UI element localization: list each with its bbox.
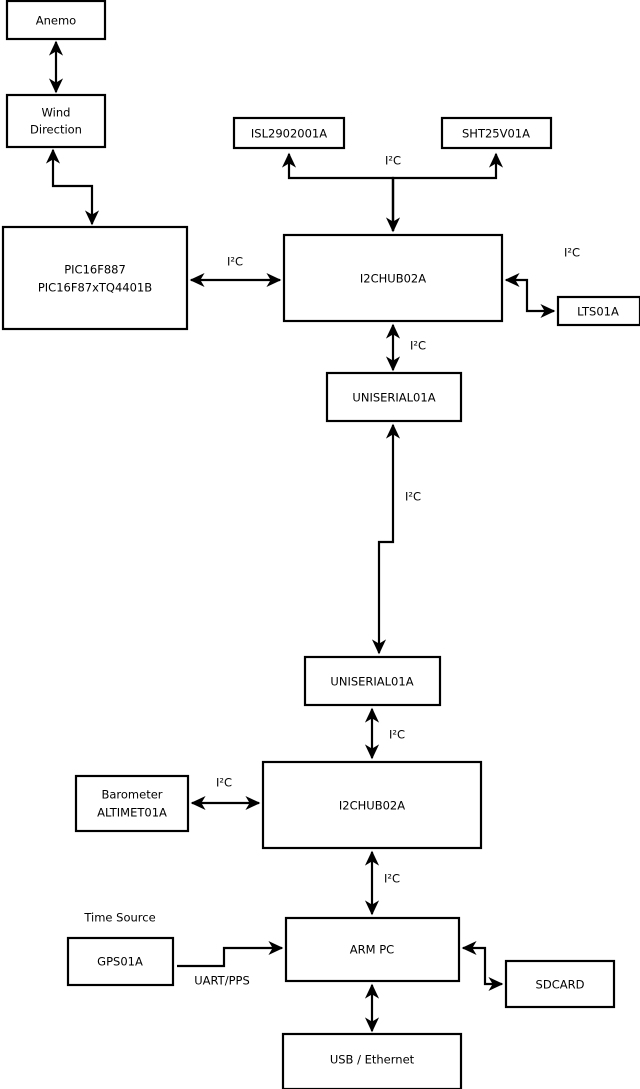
node-uniserial01a-bottom[interactable]: UNISERIAL01A [303, 655, 442, 707]
node-i2chub02a-bottom-label: I2CHUB02A [339, 799, 405, 813]
node-sht25v01a-label: SHT25V01A [462, 127, 530, 141]
edge-label-layer: I²C I²C I²C I²C I²C I²C I²C I²C UART/PPS… [83, 154, 580, 988]
connector-gps-armpc [177, 940, 284, 968]
edge-label-time-source: Time Source [83, 911, 155, 925]
node-usb-ethernet-label: USB / Ethernet [330, 1053, 415, 1067]
node-wind-direction-label-line2: Direction [30, 123, 82, 137]
node-anemo-label: Anemo [36, 14, 76, 28]
edge-label-uart-pps: UART/PPS [194, 974, 250, 988]
node-i2chub02a-top-label: I2CHUB02A [360, 272, 426, 286]
node-pic-mcu-label-line1: PIC16F887 [64, 263, 126, 277]
node-arm-pc-label: ARM PC [350, 943, 394, 957]
connector-hub-sht [391, 152, 504, 231]
node-isl2902001a[interactable]: ISL2902001A [232, 116, 346, 150]
node-gps01a-label: GPS01A [97, 955, 143, 969]
node-lts01a-label: LTS01A [577, 305, 619, 319]
connector-layer [45, 40, 556, 1033]
connector-uniserial-uniserial [371, 423, 401, 655]
node-sdcard[interactable]: SDCARD [504, 959, 616, 1009]
node-wind-direction[interactable]: Wind Direction [5, 93, 107, 149]
node-pic-mcu[interactable]: PIC16F887 PIC16F87xTQ4401B [1, 225, 189, 331]
edge-label-i2c-hub-lts: I²C [564, 246, 580, 260]
connector-hub-lts [504, 272, 556, 319]
edge-label-i2c-hub-uniserial: I²C [410, 339, 426, 353]
node-barometer-label-line2: ALTIMET01A [97, 806, 167, 820]
node-lts01a[interactable]: LTS01A [556, 295, 640, 327]
node-uniserial01a-top-label: UNISERIAL01A [352, 391, 435, 405]
node-sdcard-label: SDCARD [536, 978, 585, 992]
node-wind-direction-label-line1: Wind [42, 106, 71, 120]
edge-label-i2c-uniserial-hub2: I²C [389, 728, 405, 742]
node-uniserial01a-bottom-label: UNISERIAL01A [330, 675, 413, 689]
node-sht25v01a[interactable]: SHT25V01A [440, 116, 553, 150]
node-gps01a[interactable]: GPS01A [66, 936, 175, 987]
node-isl2902001a-label: ISL2902001A [251, 127, 327, 141]
node-barometer[interactable]: Barometer ALTIMET01A [74, 774, 190, 833]
edge-label-i2c-uniserial-uniserial: I²C [405, 490, 421, 504]
connector-wind-pic [45, 148, 100, 226]
edge-label-i2c-barometer-hub2: I²C [216, 776, 232, 790]
node-i2chub02a-bottom[interactable]: I2CHUB02A [261, 760, 483, 850]
node-anemo[interactable]: Anemo [5, 0, 107, 41]
node-pic-mcu-label-line2: PIC16F87xTQ4401B [38, 281, 152, 295]
connector-armpc-sdcard [461, 940, 504, 992]
edge-label-i2c-pic-hub: I²C [227, 255, 243, 269]
edge-label-i2c-hub-sensors: I²C [385, 154, 401, 168]
node-usb-ethernet[interactable]: USB / Ethernet [281, 1032, 463, 1089]
node-arm-pc[interactable]: ARM PC [284, 916, 461, 983]
node-i2chub02a-top[interactable]: I2CHUB02A [282, 233, 504, 323]
connector-hub-isl [281, 152, 395, 231]
node-uniserial01a-top[interactable]: UNISERIAL01A [325, 371, 463, 423]
edge-label-i2c-hub2-armpc: I²C [384, 872, 400, 886]
node-barometer-label-line1: Barometer [101, 788, 162, 802]
